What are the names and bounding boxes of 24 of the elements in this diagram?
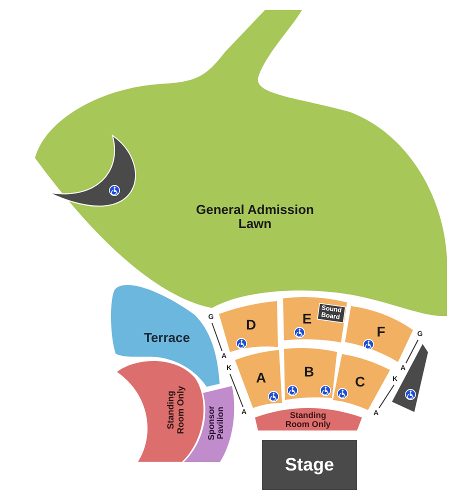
- area-label: Standing Room Only: [284, 410, 332, 430]
- section-label: C: [354, 374, 366, 390]
- seating-section: [333, 354, 390, 410]
- seating-section: [284, 348, 337, 400]
- standing-room-area: [255, 408, 362, 430]
- section-label: A: [256, 370, 266, 386]
- area-label: Standing Room Only: [166, 384, 186, 435]
- standing-room-area: [117, 361, 204, 462]
- area-label: Sponsor Pavilion: [206, 405, 226, 441]
- section-label: D: [246, 317, 256, 333]
- seating-section: [283, 296, 347, 342]
- seating-section: [345, 306, 413, 362]
- seating-section: [219, 301, 278, 352]
- area-label: Terrace: [144, 330, 190, 345]
- accessible-seating-area: [392, 344, 428, 412]
- section-label: F: [376, 324, 386, 340]
- stage: [262, 440, 357, 490]
- area-label: General Admission Lawn: [196, 202, 314, 232]
- terrace-area: [111, 285, 220, 387]
- section-label: B: [304, 364, 314, 380]
- stage-label: Stage: [284, 455, 334, 475]
- section-label: E: [302, 311, 312, 327]
- seating-section: [235, 350, 282, 408]
- pavilion-area: [184, 386, 234, 462]
